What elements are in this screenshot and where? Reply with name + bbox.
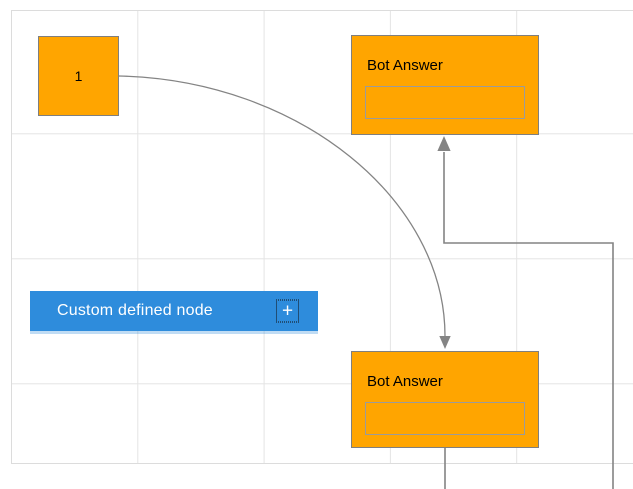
answer-field[interactable] bbox=[365, 402, 525, 435]
connector-orthogonal[interactable] bbox=[443, 152, 614, 489]
node-custom-label: Custom defined node bbox=[57, 302, 213, 319]
node-custom-defined[interactable]: Custom defined node + bbox=[30, 291, 318, 331]
connector-curved[interactable] bbox=[118, 75, 446, 337]
arrowhead-up-icon bbox=[437, 136, 451, 151]
node-bot-answer-bottom[interactable]: Bot Answer bbox=[351, 351, 539, 448]
answer-field[interactable] bbox=[365, 86, 525, 119]
node-source-label: 1 bbox=[74, 68, 83, 84]
node-title: Bot Answer bbox=[367, 373, 443, 390]
arrowhead-down-icon bbox=[439, 336, 451, 349]
add-node-button[interactable]: + bbox=[276, 299, 299, 323]
node-title: Bot Answer bbox=[367, 57, 443, 74]
plus-icon: + bbox=[281, 300, 294, 322]
node-source[interactable]: 1 bbox=[38, 36, 119, 116]
node-bot-answer-top[interactable]: Bot Answer bbox=[351, 35, 539, 135]
